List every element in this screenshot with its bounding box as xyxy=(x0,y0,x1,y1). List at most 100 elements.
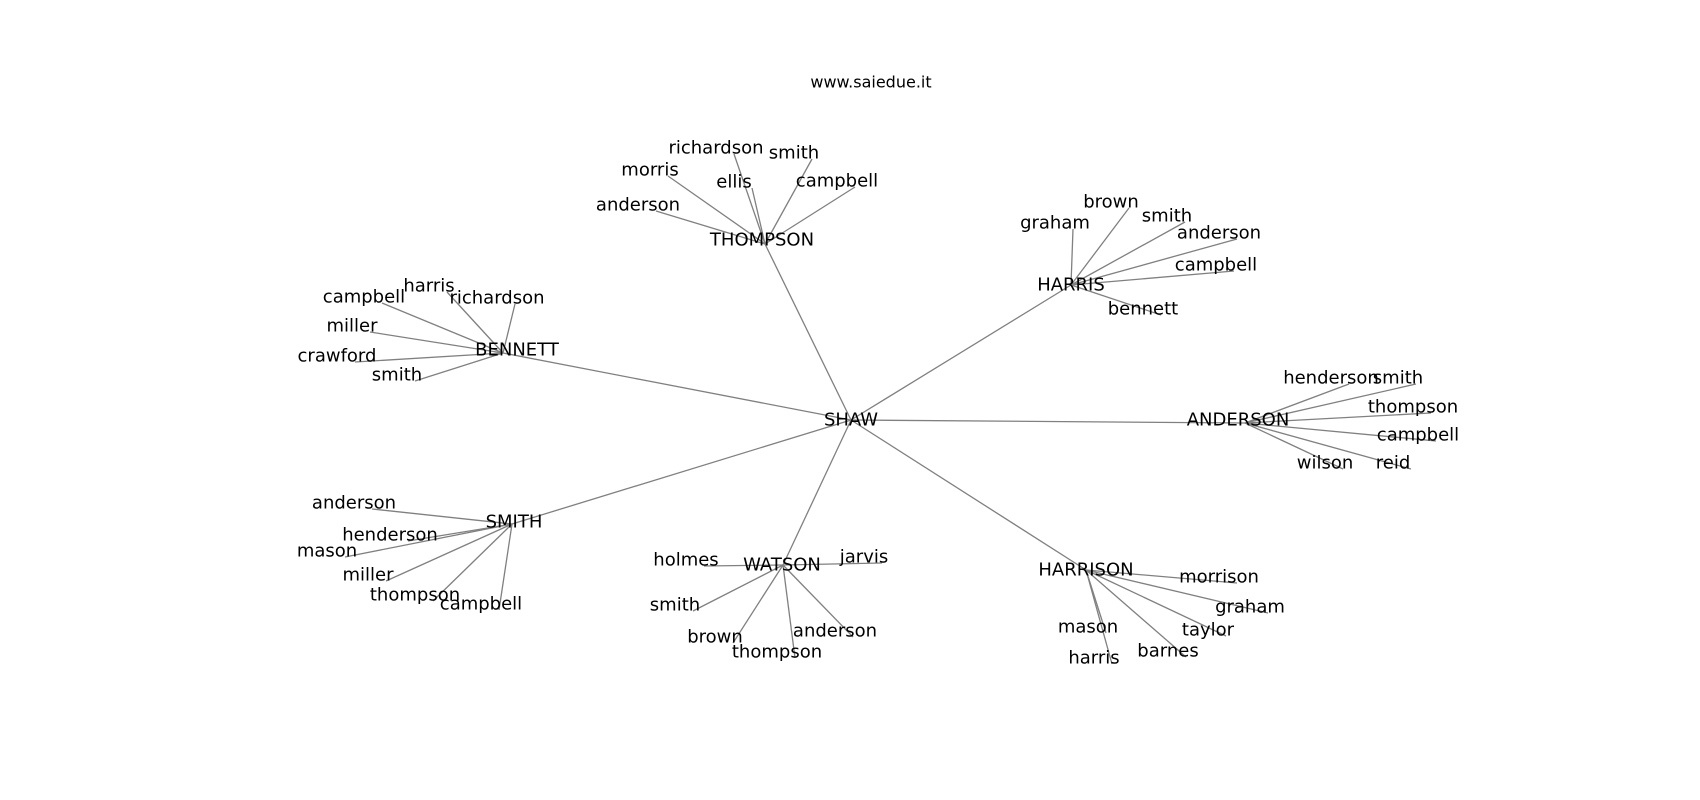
node-leaf-bennett-crawford: crawford xyxy=(298,346,377,367)
edge-thompson-smith xyxy=(764,158,813,245)
edge-harrison-morrison xyxy=(1085,569,1238,584)
edge-root-harris xyxy=(850,284,1072,421)
node-leaf-harrison-harris: harris xyxy=(1068,648,1119,669)
edge-bennett-miller xyxy=(369,331,504,354)
edge-thompson-campbell xyxy=(764,186,856,245)
edge-bennett-crawford xyxy=(354,352,504,363)
node-group-bennett: BENNETT xyxy=(475,340,560,361)
node-leaf-anderson-smith: smith xyxy=(1373,368,1423,389)
node-leaf-harrison-morrison: morrison xyxy=(1179,567,1259,588)
edge-thompson-richardson xyxy=(733,153,766,245)
node-leaf-watson-anderson: anderson xyxy=(793,621,877,642)
node-leaf-anderson-wilson: wilson xyxy=(1297,453,1354,474)
node-leaf-thompson-morris: morris xyxy=(621,160,678,181)
node-leaf-harris-campbell: campbell xyxy=(1175,255,1257,276)
edge-anderson-thompson xyxy=(1244,412,1432,424)
edge-anderson-henderson xyxy=(1244,383,1350,424)
node-leaf-smith-mason: mason xyxy=(297,541,357,562)
node-leaf-thompson-anderson: anderson xyxy=(596,195,680,216)
edge-thompson-anderson xyxy=(655,210,766,245)
edge-harris-brown xyxy=(1070,207,1130,286)
edge-anderson-campbell xyxy=(1244,422,1437,442)
node-leaf-harrison-mason: mason xyxy=(1058,617,1118,638)
edge-watson-thompson xyxy=(782,564,796,659)
edge-smith-campbell xyxy=(498,523,513,611)
edge-watson-holmes xyxy=(703,564,784,567)
node-leaf-bennett-smith: smith xyxy=(372,365,422,386)
node-leaf-harrison-graham: graham xyxy=(1215,597,1285,618)
node-leaf-smith-campbell: campbell xyxy=(440,594,522,615)
edge-root-harrison xyxy=(850,419,1087,571)
edge-harris-campbell xyxy=(1070,270,1235,286)
node-leaf-thompson-campbell: campbell xyxy=(796,171,878,192)
node-leaf-harrison-taylor: taylor xyxy=(1182,620,1235,641)
labels-layer: SHAW THOMPSON richardson smith morris ellis ca… xyxy=(297,138,1459,669)
node-leaf-harris-smith: smith xyxy=(1142,206,1192,227)
edge-harrison-harris xyxy=(1085,569,1113,665)
edge-bennett-richardson xyxy=(502,303,516,354)
edge-anderson-reid xyxy=(1244,422,1412,470)
node-leaf-thompson-richardson: richardson xyxy=(668,138,763,159)
edge-harris-graham xyxy=(1070,228,1074,286)
node-group-thompson: THOMPSON xyxy=(709,230,814,251)
edge-watson-jarvis xyxy=(782,562,883,566)
node-leaf-harris-brown: brown xyxy=(1083,192,1139,213)
edge-bennett-smith xyxy=(414,352,504,382)
node-root: SHAW xyxy=(824,410,878,431)
edge-harrison-barnes xyxy=(1085,569,1187,658)
edge-root-thompson xyxy=(764,243,852,421)
edge-watson-smith xyxy=(692,564,784,612)
node-leaf-bennett-richardson: richardson xyxy=(449,288,544,309)
edge-smith-miller xyxy=(385,523,513,582)
node-leaf-watson-smith: smith xyxy=(650,595,700,616)
edge-watson-brown xyxy=(732,564,784,644)
edge-smith-thompson xyxy=(432,523,513,602)
node-leaf-harris-anderson: anderson xyxy=(1177,223,1261,244)
edge-root-bennett xyxy=(502,352,852,421)
node-group-harrison: HARRISON xyxy=(1038,560,1133,581)
edge-root-smith xyxy=(511,419,852,525)
node-group-harris: HARRIS xyxy=(1037,275,1105,296)
node-leaf-smith-thompson: thompson xyxy=(370,585,460,606)
edge-watson-anderson xyxy=(782,564,854,638)
node-leaf-bennett-campbell: campbell xyxy=(323,287,405,308)
node-leaf-smith-anderson: anderson xyxy=(312,493,396,514)
node-leaf-bennett-miller: miller xyxy=(326,316,378,337)
edge-root-watson xyxy=(782,419,852,566)
node-leaf-smith-henderson: henderson xyxy=(342,525,438,546)
edge-smith-anderson xyxy=(371,508,513,525)
node-leaf-bennett-harris: harris xyxy=(403,276,454,297)
edge-harris-smith xyxy=(1070,221,1186,286)
node-leaf-thompson-smith: smith xyxy=(769,143,819,164)
node-leaf-watson-holmes: holmes xyxy=(653,550,718,571)
node-leaf-anderson-campbell: campbell xyxy=(1377,425,1459,446)
node-leaf-anderson-thompson: thompson xyxy=(1368,397,1458,418)
site-title: www.saiedue.it xyxy=(810,73,931,92)
node-leaf-anderson-henderson: henderson xyxy=(1283,368,1379,389)
node-leaf-thompson-ellis: ellis xyxy=(716,172,751,193)
edge-bennett-harris xyxy=(446,291,504,354)
node-leaf-harris-graham: graham xyxy=(1020,213,1090,234)
node-leaf-harris-bennett: bennett xyxy=(1108,299,1179,320)
edge-harris-anderson xyxy=(1070,238,1238,286)
edge-harris-bennett xyxy=(1070,284,1162,316)
edges-layer xyxy=(344,153,1437,665)
node-group-smith: SMITH xyxy=(486,512,543,533)
node-group-anderson: ANDERSON xyxy=(1187,410,1290,431)
edge-thompson-ellis xyxy=(751,187,766,245)
node-leaf-anderson-reid: reid xyxy=(1376,453,1411,474)
node-leaf-smith-miller: miller xyxy=(342,565,394,586)
node-group-watson: WATSON xyxy=(743,555,821,576)
edge-harrison-taylor xyxy=(1085,569,1227,637)
edge-anderson-smith xyxy=(1244,383,1417,424)
edge-bennett-campbell xyxy=(381,302,504,354)
node-leaf-watson-thompson: thompson xyxy=(732,642,822,663)
edge-root-anderson xyxy=(850,419,1246,424)
node-leaf-watson-jarvis: jarvis xyxy=(839,547,888,568)
edge-thompson-morris xyxy=(667,175,766,245)
edge-anderson-wilson xyxy=(1244,422,1344,470)
node-leaf-watson-brown: brown xyxy=(687,627,743,648)
node-leaf-harrison-barnes: barnes xyxy=(1137,641,1198,662)
edge-harrison-graham xyxy=(1085,569,1269,614)
